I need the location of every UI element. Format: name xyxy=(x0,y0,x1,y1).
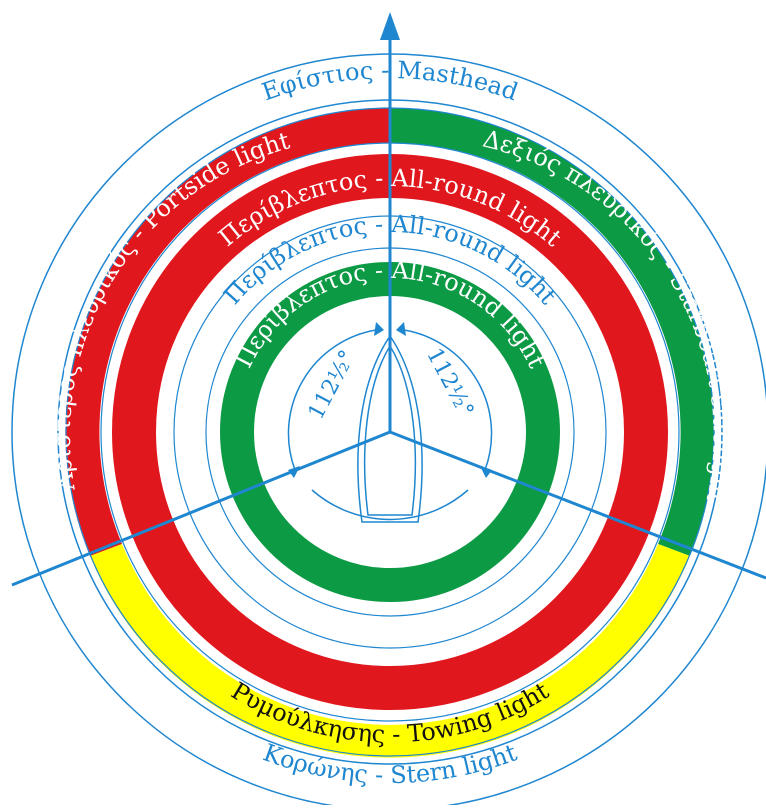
starboard-band xyxy=(390,107,715,556)
starboard-angle-label: 112½° xyxy=(421,344,478,421)
towing-band xyxy=(90,544,690,758)
port-angle-label: 112½° xyxy=(304,346,361,423)
boat-hull-icon xyxy=(357,334,423,523)
stern-angle-label: 135° xyxy=(366,541,414,565)
angle-arcs xyxy=(287,329,493,521)
port-sector-line xyxy=(11,430,391,587)
starboard-sector-line xyxy=(389,430,766,580)
angle-arrowheads xyxy=(288,322,492,478)
portside-band xyxy=(65,107,391,557)
bow-arrow-icon xyxy=(380,12,400,40)
